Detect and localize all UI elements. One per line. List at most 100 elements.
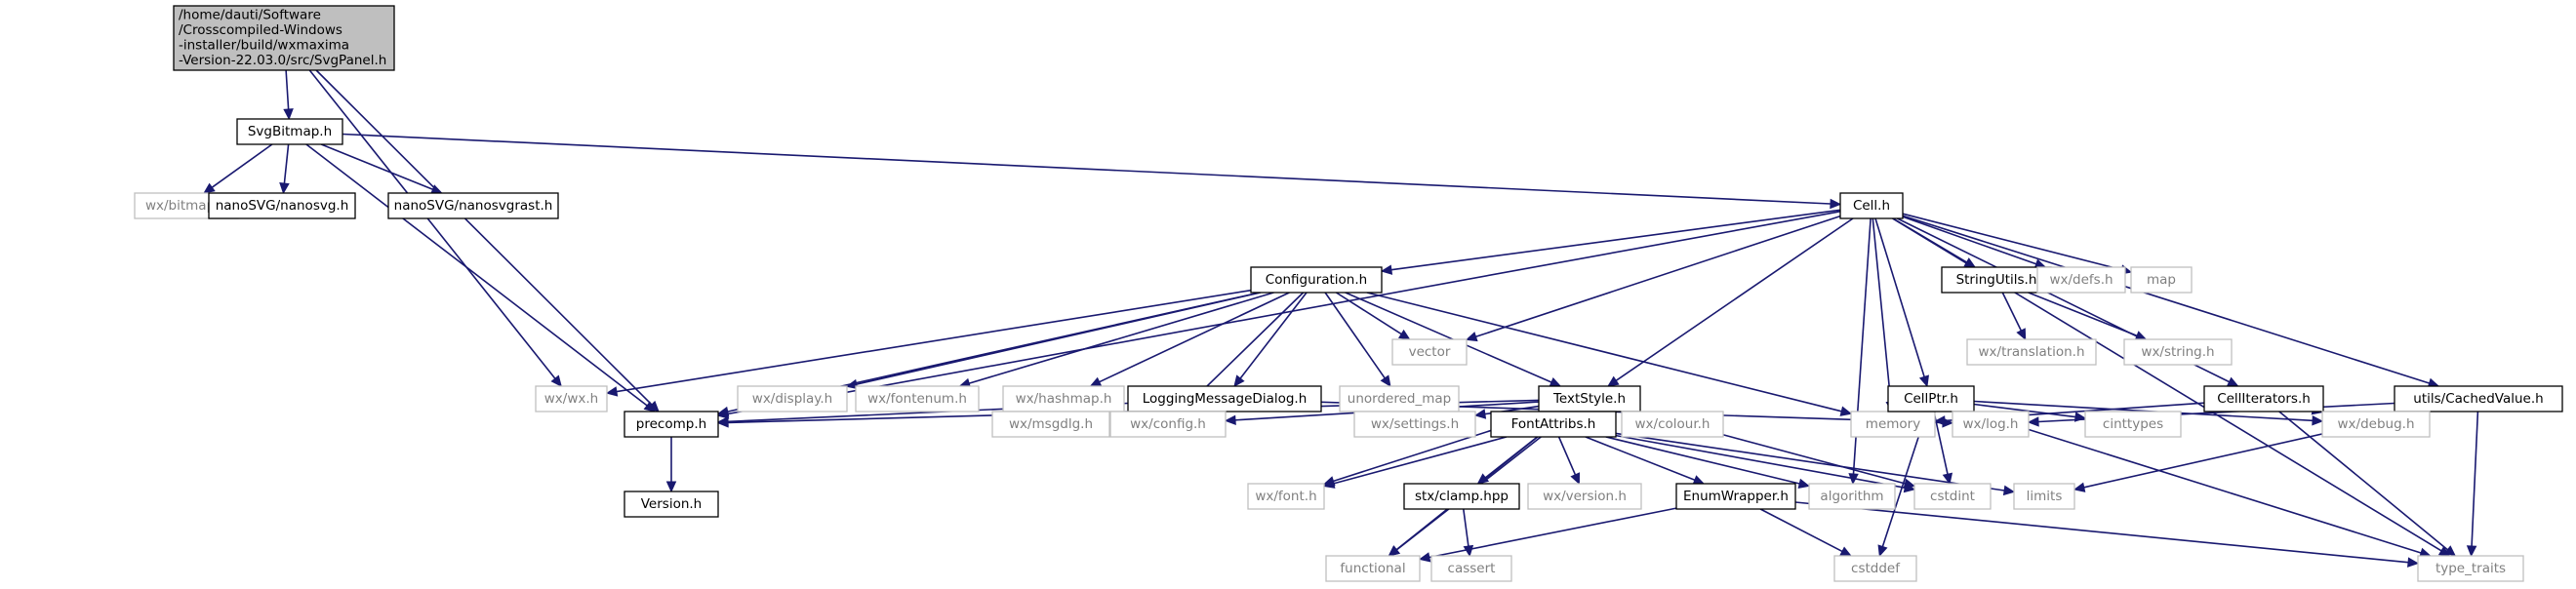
node-functional: functional	[1325, 555, 1421, 582]
node-cell[interactable]: Cell.h	[1839, 192, 1904, 219]
edge-svgpanel-to-wxwx	[308, 69, 562, 387]
edge-precomp-to-version	[665, 437, 677, 493]
arrowhead	[1380, 264, 1393, 275]
edge-svgpanel-to-precomp	[315, 69, 660, 412]
node-box	[1675, 483, 1796, 510]
node-label: vector	[1409, 344, 1451, 360]
node-label: wx/display.h	[752, 391, 832, 407]
node-textstyle[interactable]: TextStyle.h	[1538, 385, 1641, 412]
arrowhead	[1233, 374, 1245, 387]
edge-line	[1557, 436, 1577, 476]
node-label: cinttypes	[2103, 416, 2163, 432]
edge-line	[211, 143, 273, 188]
node-wxdebug: wx/debug.h	[2321, 411, 2431, 438]
edge-line	[305, 143, 648, 407]
node-label: functional	[1340, 561, 1405, 576]
node-box	[1850, 411, 1936, 438]
arrowhead	[2002, 485, 2016, 496]
node-configuration[interactable]: Configuration.h	[1250, 266, 1383, 294]
node-svgbitmap[interactable]: SvgBitmap.h	[236, 118, 343, 145]
node-celliterators[interactable]: CellIterators.h	[2203, 385, 2324, 412]
edge-line	[2278, 411, 2448, 551]
edge-line	[1585, 436, 1696, 482]
node-label: wx/wx.h	[544, 391, 598, 407]
arrowhead	[1463, 544, 1474, 558]
edge-line	[1324, 292, 1386, 379]
node-label: cstddef	[1851, 561, 1901, 576]
edge-cell-to-wxdefs	[1902, 216, 2047, 269]
node-typetraits: type_traits	[2417, 555, 2524, 582]
node-stringutils[interactable]: StringUtils.h	[1941, 266, 2052, 294]
arrowhead	[2073, 482, 2086, 492]
node-label: wx/log.h	[1962, 416, 2018, 432]
node-cachedvalue[interactable]: utils/CachedValue.h	[2394, 385, 2563, 412]
arrowhead	[1830, 198, 1842, 210]
node-label: cstdint	[1930, 489, 1975, 504]
node-box	[2130, 266, 2193, 294]
edge-line	[1345, 292, 1552, 383]
edge-cell-to-algorithm	[1848, 217, 1872, 486]
node-box	[1325, 555, 1421, 582]
arrowhead	[665, 481, 677, 493]
edge-line	[1902, 216, 2037, 265]
node-label: wx/translation.h	[1978, 344, 2084, 360]
edge-fontattribs-to-cstdint	[1615, 434, 1916, 493]
arrowhead	[1089, 376, 1103, 387]
arrowhead	[1380, 374, 1391, 387]
node-stxclamp[interactable]: stx/clamp.hpp	[1403, 483, 1520, 510]
node-label: TextStyle.h	[1552, 391, 1626, 407]
node-fontattribs[interactable]: FontAttribs.h	[1490, 411, 1617, 438]
edge-svgbitmap-to-precomp	[305, 143, 657, 412]
arrowhead	[1473, 409, 1487, 419]
node-wxlog: wx/log.h	[1952, 411, 2030, 438]
edge-line	[1902, 215, 2430, 384]
edge-fontattribs-to-algorithm	[1605, 436, 1811, 490]
edge-configuration-to-vector	[1335, 292, 1411, 340]
node-wxsettings: wx/settings.h	[1353, 411, 1476, 438]
arrowhead	[605, 386, 619, 397]
node-nanosvg[interactable]: nanoSVG/nanosvg.h	[208, 192, 356, 219]
node-wxfont: wx/font.h	[1247, 483, 1325, 510]
edge-fontattribs-to-stxclamp	[1476, 436, 1538, 485]
edge-line	[1615, 432, 2005, 491]
node-version[interactable]: Version.h	[624, 491, 719, 518]
edge-line	[308, 69, 556, 379]
node-box	[1002, 385, 1125, 412]
node-nanosvgrast[interactable]: nanoSVG/nanosvgrast.h	[387, 192, 559, 219]
node-wxcolour: wx/colour.h	[1621, 411, 1724, 438]
edge-line	[1973, 403, 2076, 418]
edge-line	[1615, 217, 1854, 381]
edge-line	[1463, 508, 1469, 547]
node-enumwrapper[interactable]: EnumWrapper.h	[1675, 483, 1796, 510]
node-label: memory	[1866, 416, 1920, 432]
arrowhead	[2027, 416, 2039, 427]
edge-enumwrapper-to-functional	[1418, 507, 1677, 563]
edge-line	[856, 292, 1261, 385]
arrowhead	[2466, 545, 2477, 558]
node-precomp[interactable]: precomp.h	[624, 411, 719, 438]
node-svgpanel[interactable]: /home/dauti/Software/Crosscompiled-Windo…	[173, 5, 395, 71]
node-vector: vector	[1391, 338, 1468, 366]
node-box	[2013, 483, 2075, 510]
arrowhead	[1549, 376, 1562, 387]
node-box	[1403, 483, 1520, 510]
node-box	[1952, 411, 2030, 438]
edge-configuration-to-wxfontenum	[958, 292, 1274, 389]
arrowhead	[643, 401, 657, 412]
edge-line	[1872, 217, 1892, 403]
node-wxdefs: wx/defs.h	[2036, 266, 2126, 294]
arrowhead	[1397, 329, 1411, 340]
node-label: -Version-22.03.0/src/SvgPanel.h	[179, 53, 386, 68]
node-label: Version.h	[641, 496, 703, 512]
node-cellptr[interactable]: CellPtr.h	[1887, 385, 1975, 412]
node-box	[1887, 385, 1975, 412]
node-label: wx/colour.h	[1635, 416, 1711, 432]
edge-line	[320, 143, 433, 191]
node-label: cassert	[1448, 561, 1496, 576]
node-box	[1527, 483, 1642, 510]
arrowhead	[1933, 415, 1946, 426]
edge-line	[616, 289, 1252, 393]
node-logdialog[interactable]: LoggingMessageDialog.h	[1127, 385, 1322, 412]
arrowhead	[1322, 478, 1336, 489]
node-box	[1430, 555, 1512, 582]
